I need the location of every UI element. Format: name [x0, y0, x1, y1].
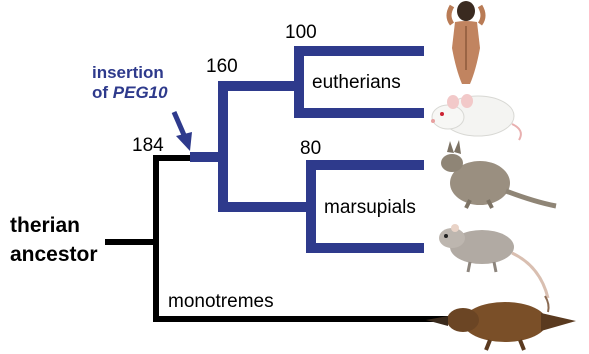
peg10-branches — [190, 46, 424, 253]
clade-label-marsupials: marsupials — [324, 197, 416, 218]
ancestral-branches — [105, 155, 451, 322]
annotation-line2: of PEG10 — [92, 83, 168, 103]
node-age-eutherian: 100 — [285, 22, 317, 43]
human-icon — [446, 1, 486, 84]
root-label-line1: therian — [10, 214, 81, 237]
clade-label-monotremes: monotremes — [168, 291, 274, 312]
opossum-icon — [439, 224, 550, 299]
insertion-annotation: insertion of PEG10 — [92, 63, 168, 102]
mouse-icon — [431, 94, 522, 141]
annotation-line1: insertion — [92, 63, 164, 82]
kangaroo-icon — [441, 140, 557, 209]
annotation-line2-prefix: of — [92, 82, 113, 102]
insertion-arrow — [171, 111, 192, 151]
annotation-gene: PEG10 — [112, 82, 168, 102]
clade-label-eutherians: eutherians — [312, 72, 401, 93]
node-age-marsupial: 80 — [300, 138, 322, 159]
node-age-boreotherian: 160 — [206, 56, 238, 77]
platypus-icon — [426, 295, 576, 351]
node-age-therian: 184 — [132, 135, 164, 156]
root-label-line2: ancestor — [10, 243, 98, 266]
